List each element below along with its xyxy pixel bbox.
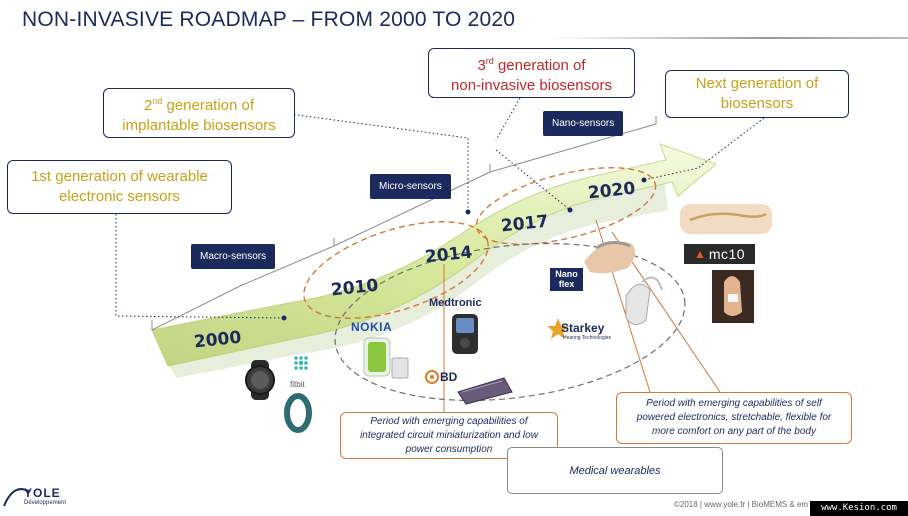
note-self-powered: Period with emerging capabilities of sel… (616, 392, 852, 444)
title-rule (548, 37, 908, 39)
starkey-subtitle: Hearing Technologies (563, 335, 611, 341)
stage-micro-sensors: Micro-sensors (370, 174, 451, 199)
watermark-label: www.Kesion.com (810, 501, 908, 516)
yole-subtitle: Développement (24, 500, 67, 506)
connector-third-a (495, 97, 521, 141)
nanoflex-line2: flex (558, 279, 575, 289)
bd-logo: BD (440, 370, 458, 384)
mc10-label: mc10 (708, 246, 746, 262)
callout-third-line2: non-invasive biosensors (451, 76, 612, 94)
ellipse-2010-2014 (303, 221, 489, 319)
medtronic-logo: Medtronic (429, 297, 482, 309)
starkey-logo: Starkey (561, 321, 605, 335)
callout-next-generation: Next generation of biosensors (665, 70, 849, 118)
nanoflex-line1: Nano (555, 269, 578, 279)
footer-text: ©2018 | www.yole.fr | BioMEMS & em (674, 500, 809, 509)
bracket-macro (151, 238, 335, 331)
arrow-highlight (152, 144, 716, 366)
bracket-nano (489, 116, 657, 173)
callout-second-rest: generation of (162, 96, 255, 114)
medical-wearables-ellipse (334, 242, 686, 402)
mc10-logo: ▲ mc10 (684, 244, 755, 264)
marker-second (465, 209, 471, 215)
callout-second-superscript: nd (152, 95, 163, 106)
marker-third (567, 207, 573, 213)
marker-first (281, 315, 287, 321)
callout-first-ordinal: 1st (31, 168, 52, 185)
callout-third-rest: generation of (493, 56, 586, 74)
connector-second (289, 113, 469, 212)
medical-wearables-label: Medical wearables (507, 447, 723, 494)
nanoflex-logo: Nano flex (550, 268, 583, 291)
callout-second-generation: 2nd generation of implantable biosensors (103, 88, 295, 138)
callout-first-line2: electronic sensors (59, 188, 180, 205)
nokia-logo: NOKIA (351, 320, 393, 334)
yole-logo: YOLE (24, 486, 61, 500)
callout-third-superscript: rd (485, 55, 494, 66)
stage-macro-sensors: Macro-sensors (191, 244, 276, 269)
callout-first-generation: 1st generation of wearable electronic se… (7, 160, 232, 214)
marker-next (641, 177, 647, 183)
callout-second-ordinal: 2 (143, 96, 153, 114)
callout-first-rest: generation of wearable (51, 168, 208, 185)
page-title: NON-INVASIVE ROADMAP – FROM 2000 TO 2020 (22, 8, 516, 31)
callout-third-generation: 3rd generation of non-invasive biosensor… (428, 48, 635, 98)
callout-third-ordinal: 3 (477, 56, 486, 74)
stage-nano-sensors: Nano-sensors (543, 111, 624, 136)
callout-next-line1: Next generation of (695, 75, 819, 92)
callout-next-line2: biosensors (720, 95, 794, 112)
fitbit-logo: fitbit (290, 380, 305, 389)
ellipse-2014-2020 (475, 167, 657, 245)
callout-second-line2: implantable biosensors (122, 116, 276, 134)
